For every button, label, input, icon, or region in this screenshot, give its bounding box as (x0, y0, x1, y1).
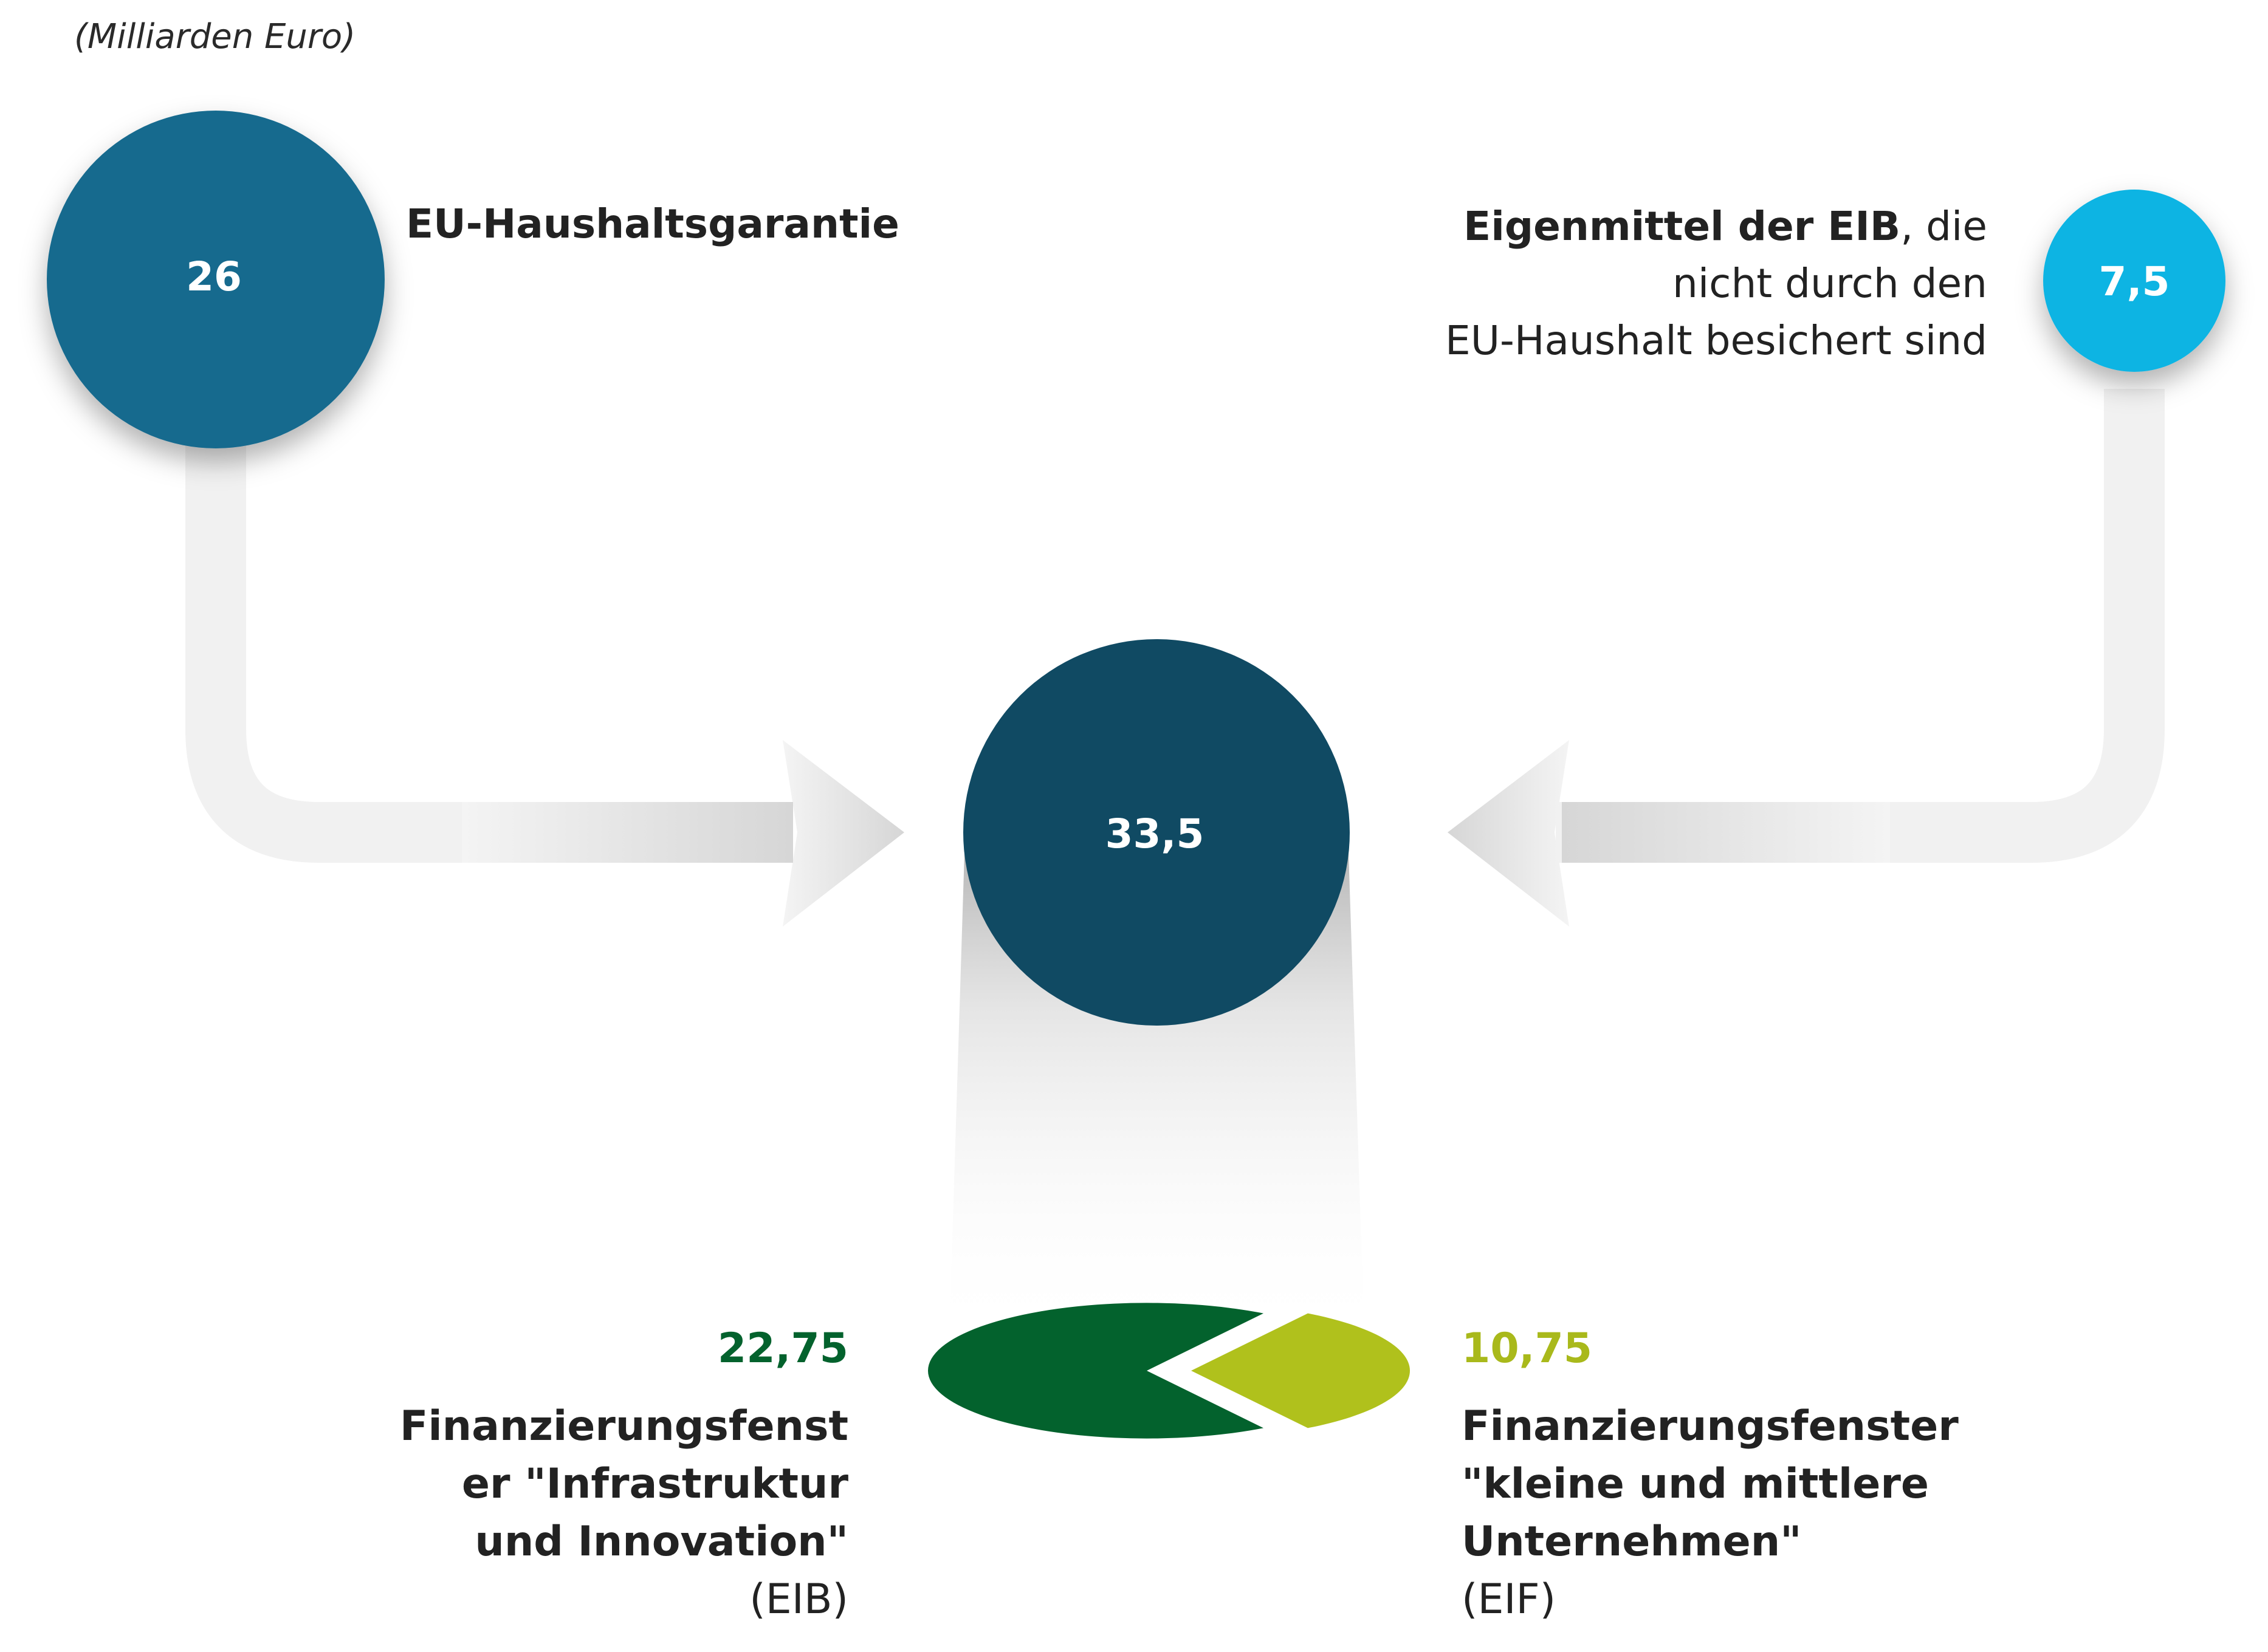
source-label-eib-own: Eigenmittel der EIB, die nicht durch den… (1258, 198, 1987, 369)
source-value-eu-budget: 26 (186, 253, 242, 300)
arrow-head-left (783, 740, 904, 927)
arrow-head-right (1448, 740, 1569, 927)
window-label-sme-line1: Finanzierungsfenster (1462, 1402, 1959, 1450)
source-label-eib-own-line2: nicht durch den (1672, 260, 1987, 307)
arrow-shaft-left (462, 802, 793, 863)
window-label-infrastructure-line3: und Innovation" (475, 1518, 848, 1566)
pie-slice-sme (1191, 1313, 1410, 1428)
total-value: 33,5 (1105, 811, 1204, 857)
source-circle-eu-budget (47, 111, 385, 448)
connector-left (185, 425, 790, 863)
allocation-pie (928, 1303, 1410, 1439)
source-label-eib-own-bold: Eigenmittel der EIB (1463, 203, 1901, 250)
arrow-shaft-right (1562, 802, 1890, 863)
source-circle-eib-own (2043, 190, 2225, 372)
window-label-infrastructure-line2: er "Infrastruktur (461, 1460, 848, 1508)
window-label-sme-line3: Unternehmen" (1462, 1518, 1802, 1566)
source-value-eib-own: 7,5 (2099, 258, 2170, 305)
connector-right (1556, 389, 2165, 863)
pie-slice-infrastructure (928, 1303, 1264, 1439)
window-value-sme: 10,75 (1462, 1325, 1593, 1373)
window-label-sme-line4: (EIF) (1462, 1575, 1556, 1623)
source-label-eu-budget: EU-Haushaltsgarantie (406, 201, 899, 247)
window-label-sme-line2: "kleine und mittlere (1462, 1460, 1930, 1508)
source-label-eib-own-rest: , die (1900, 203, 1987, 250)
window-label-infrastructure-line1: Finanzierungsfenst (399, 1402, 848, 1450)
source-label-eib-own-line3: EU-Haushalt besichert sind (1445, 317, 1987, 364)
unit-label: (Milliarden Euro) (74, 17, 356, 57)
window-value-infrastructure: 22,75 (717, 1325, 848, 1373)
window-label-sme: Finanzierungsfenster "kleine und mittler… (1462, 1397, 1959, 1628)
window-label-infrastructure-line4: (EIB) (749, 1575, 848, 1623)
window-label-infrastructure: Finanzierungsfenst er "Infrastruktur und… (400, 1397, 848, 1628)
total-circle (963, 639, 1350, 1026)
